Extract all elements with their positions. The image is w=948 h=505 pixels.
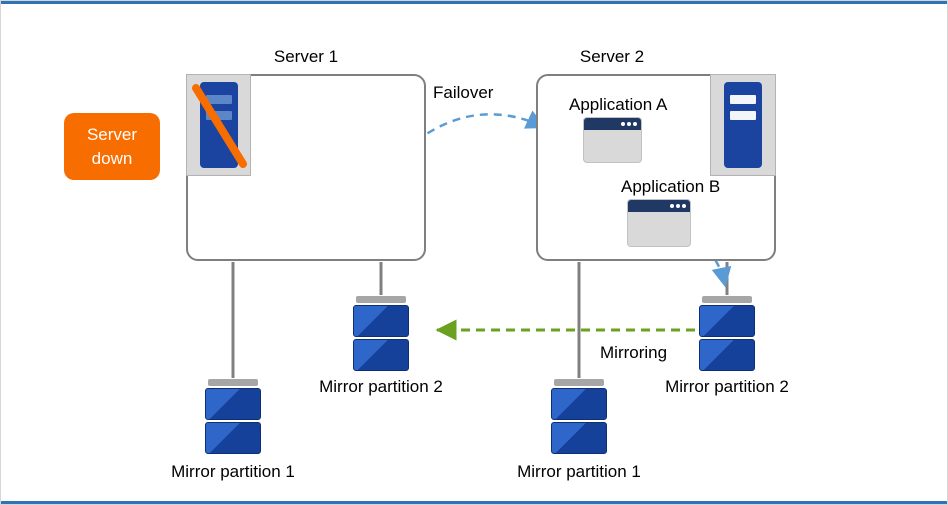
window-dots-icon (670, 204, 686, 208)
app-window-titlebar (628, 200, 690, 212)
disk-left-mp2-icon (353, 296, 409, 371)
application-a-window-icon (584, 118, 641, 162)
app-window-titlebar (584, 118, 641, 130)
disk-left-mp1-icon (205, 379, 261, 454)
server2-title: Server 2 (579, 47, 645, 66)
application-a-label: Application A (569, 95, 668, 114)
disk-platter (205, 388, 261, 420)
disk-platter (551, 388, 607, 420)
disk-cap (356, 296, 406, 303)
right-mp2-label: Mirror partition 2 (665, 377, 789, 396)
server-down-badge: Server down (64, 113, 160, 180)
server-down-slash-icon (192, 84, 247, 168)
server-slot-icon (205, 95, 232, 104)
top-edge-bar (1, 1, 947, 4)
server-down-label: Server down (86, 124, 138, 168)
disk-platter (353, 339, 409, 371)
right-mp1-label: Mirror partition 1 (517, 462, 641, 481)
disk-platter (699, 339, 755, 371)
application-b-window-icon (628, 200, 690, 246)
disk-cap (702, 296, 752, 303)
server1-icon (186, 74, 251, 176)
application-b-label: Application B (621, 177, 721, 196)
server2-icon (710, 74, 776, 176)
left-mp2-label: Mirror partition 2 (319, 377, 443, 396)
disk-platter (353, 305, 409, 337)
disk-platter (699, 305, 755, 337)
disk-cap (554, 379, 604, 386)
disk-right-mp1-icon (551, 379, 607, 454)
mirroring-label: Mirroring (600, 343, 668, 362)
disk-cap (208, 379, 258, 386)
server-slot-icon (730, 111, 756, 120)
bottom-edge-bar (1, 501, 947, 504)
failover-label: Failover (433, 83, 494, 102)
server-slot-icon (730, 95, 756, 104)
disk-platter (551, 422, 607, 454)
server1-title: Server 1 (273, 47, 339, 66)
disk-right-mp2-icon (699, 296, 755, 371)
disk-platter (205, 422, 261, 454)
server-slot-icon (205, 111, 232, 120)
left-mp1-label: Mirror partition 1 (171, 462, 295, 481)
server2-tower-icon (724, 82, 762, 168)
window-dots-icon (621, 122, 637, 126)
